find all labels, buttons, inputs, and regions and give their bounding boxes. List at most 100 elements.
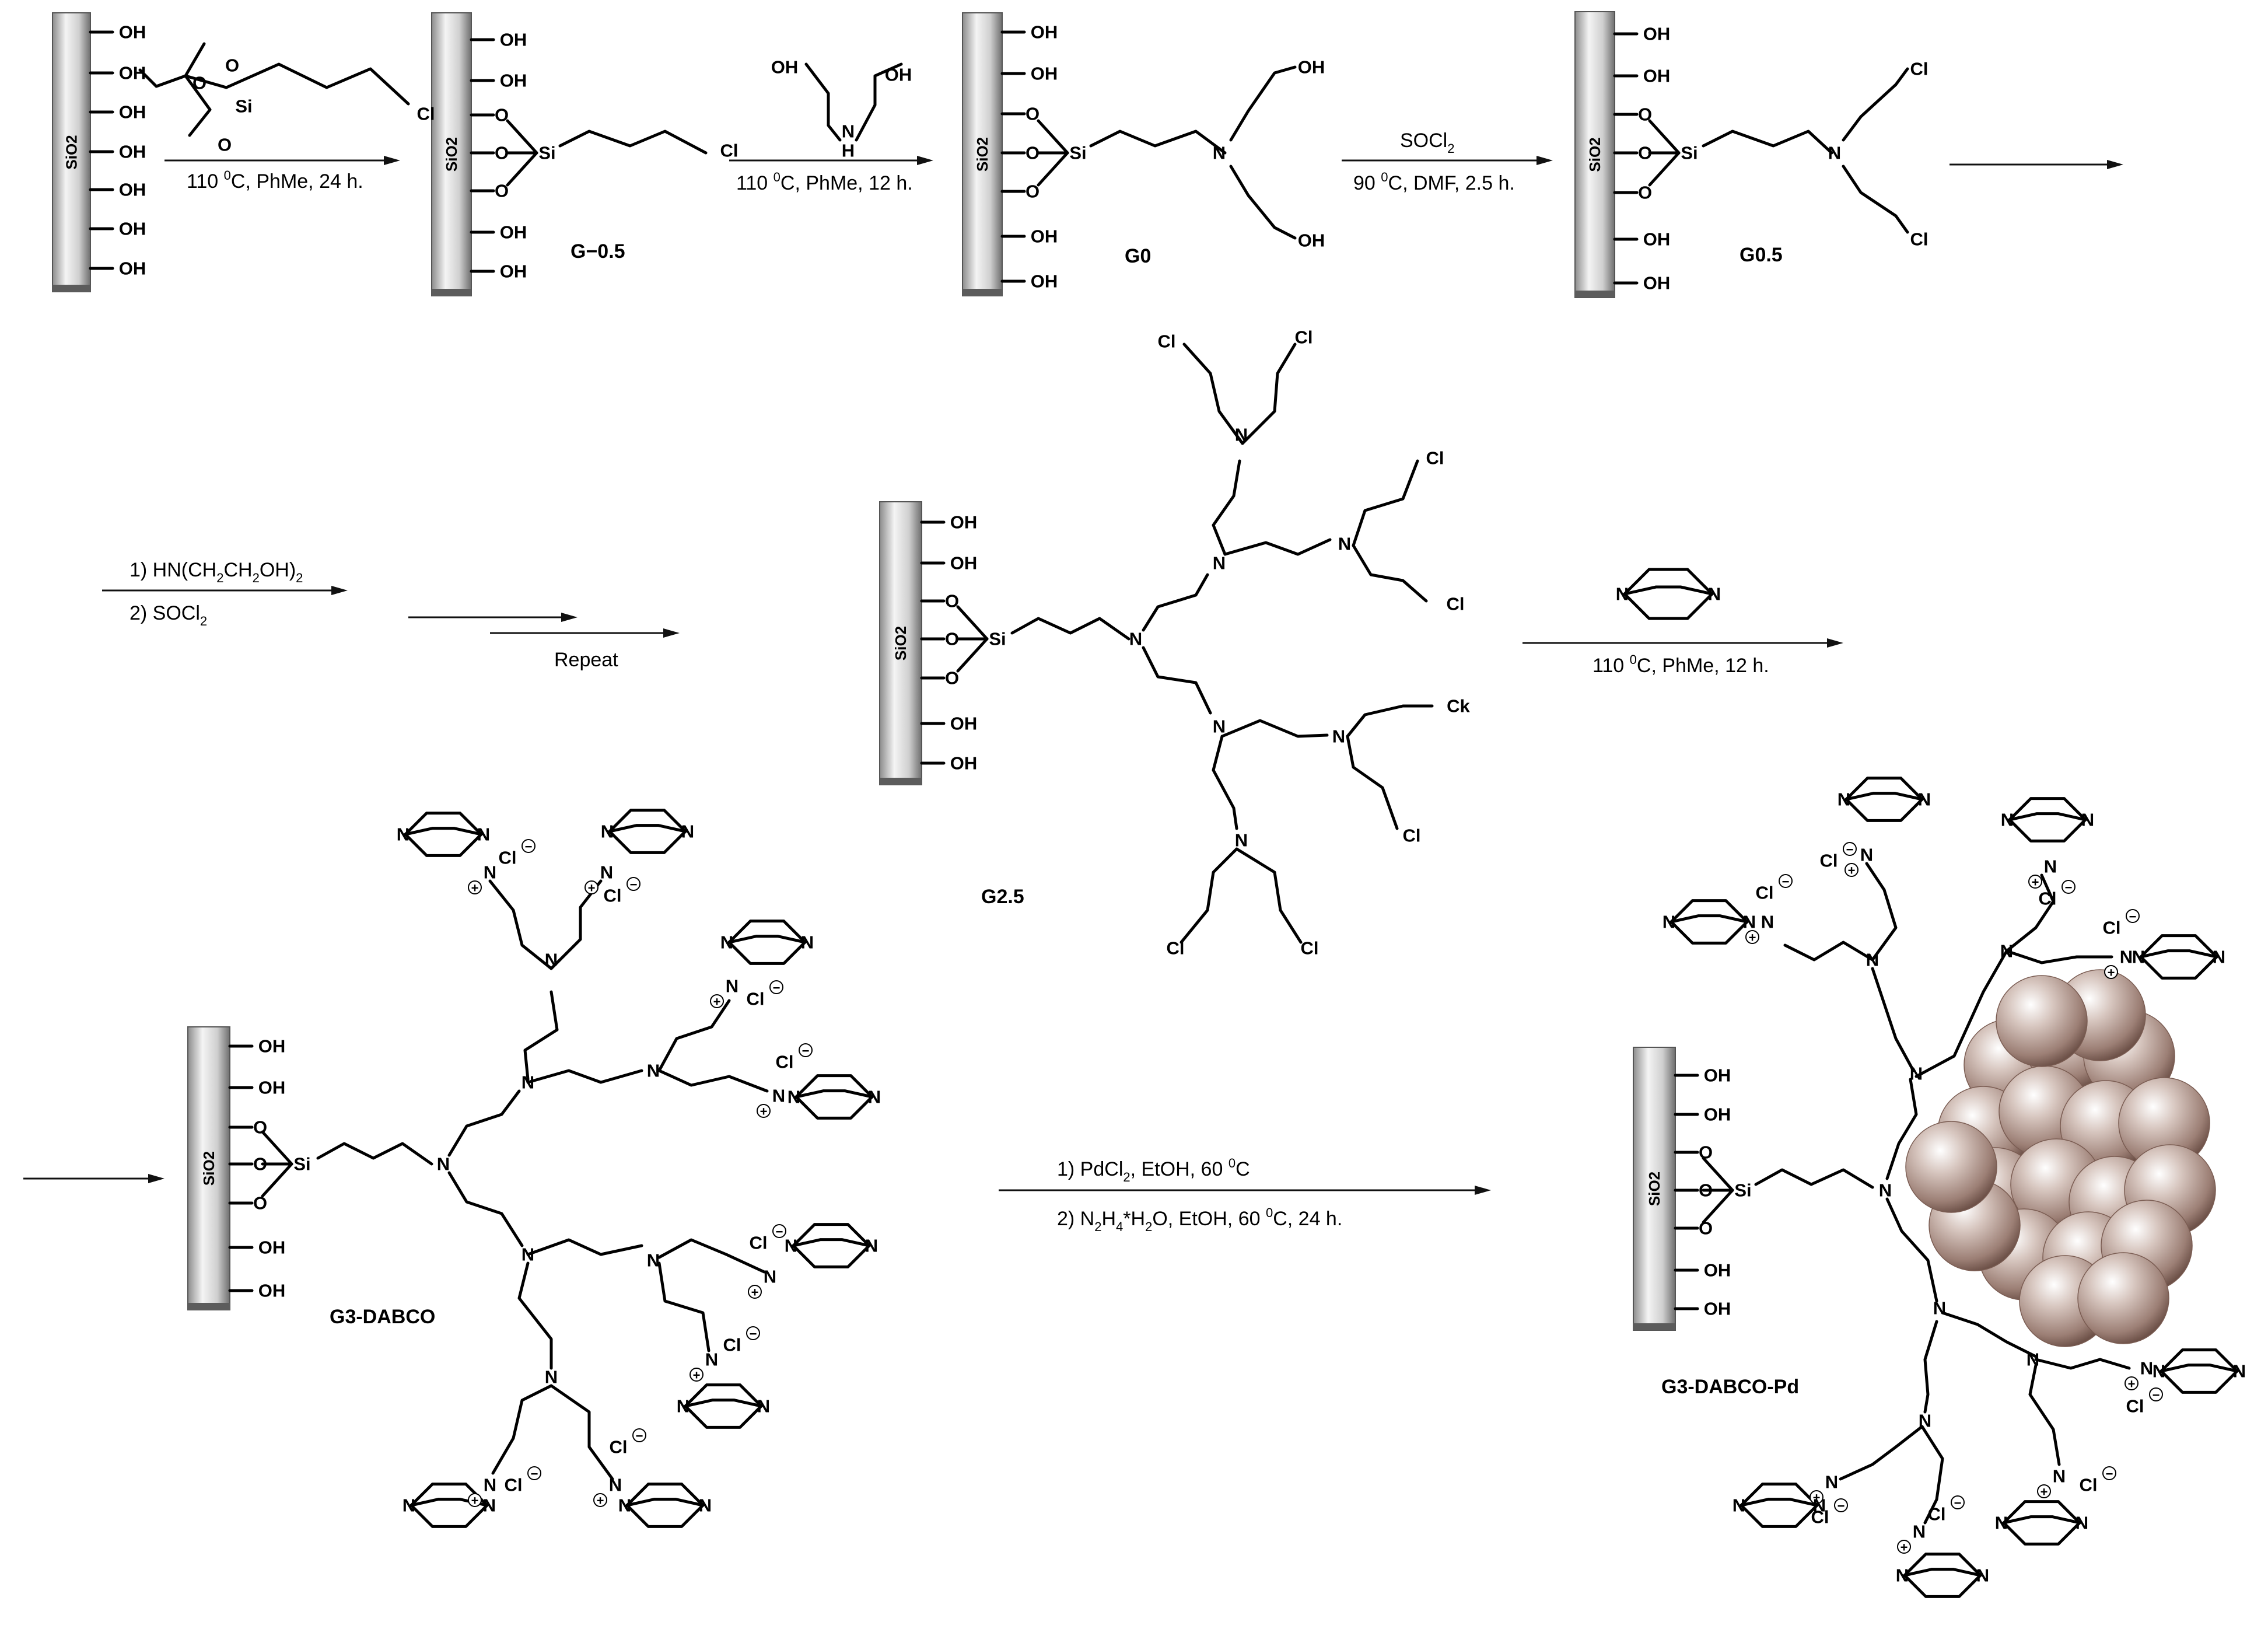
dabco-terminal-6 [684, 1383, 763, 1429]
chloride-counterion: Cl [776, 1052, 794, 1072]
charge-sign: − [630, 878, 638, 892]
siloxane-oxygen-label: O [253, 1117, 267, 1138]
dabco-terminal-3 [727, 920, 807, 965]
repeat-label: Repeat [554, 649, 618, 671]
dabco-bridge [684, 1399, 763, 1408]
arrow-step4 [102, 586, 348, 595]
amine-nitrogen-label: N [1129, 629, 1142, 649]
dendron-branch [526, 1238, 643, 1256]
charge-sign: − [773, 981, 780, 995]
dendron-branch [2034, 1358, 2131, 1370]
dabco-bridge [727, 935, 807, 944]
hydroxyl-label: OH [258, 1281, 286, 1301]
dabco-terminal-pd-3 [2008, 797, 2087, 843]
charge-circle [632, 1428, 646, 1442]
dabco-nitrogen-label: N [865, 1236, 878, 1256]
arrow-step2 [729, 156, 933, 165]
dabco-bridge [1623, 585, 1714, 596]
dabco-bridge [1740, 1498, 1819, 1507]
dabco-bridge [404, 812, 483, 836]
arrow-head [1536, 156, 1553, 165]
dabco-nitrogen-label: N [699, 1495, 712, 1516]
dabco-nitrogen-label: N [1616, 584, 1629, 604]
hydroxyl-label: OH [1704, 1299, 1731, 1319]
methoxy-bond [184, 74, 212, 137]
dendron-branch [1346, 735, 1399, 830]
charge-circle [2126, 909, 2140, 923]
si-c-bond [184, 74, 228, 89]
positive-charge: + [593, 1493, 607, 1508]
methoxy-bond [138, 68, 187, 88]
charge-circle [584, 880, 598, 894]
amine-nitrogen-label: N [522, 1072, 534, 1093]
dendron-branch [1182, 342, 1244, 445]
negative-charge: − [769, 980, 783, 995]
silica-slab [52, 12, 91, 292]
charge-circle [593, 1493, 607, 1507]
chlorine-label: Cl [1426, 448, 1444, 469]
amine-nitrogen-label: N [1213, 553, 1226, 574]
hydroxyl-label: OH [258, 1036, 286, 1057]
chlorine-label: Cl [720, 141, 738, 161]
dabco-bridge [684, 1383, 763, 1408]
chloride-counterion: Cl [723, 1335, 741, 1355]
step5-conditions-text: 110 0C, PhMe, 12 h. [1592, 652, 1769, 677]
arrow-repeat-1 [408, 613, 578, 622]
dendron-branch [1235, 847, 1303, 944]
amine-nitrogen-label: N [1866, 950, 1879, 970]
hydroxyl-label: OH [1643, 66, 1671, 86]
siloxane-oxygen-label: O [253, 1154, 267, 1174]
methoxy-oxygen-label: O [192, 73, 206, 93]
charge-sign: − [750, 1327, 757, 1341]
charge-sign: + [2041, 1485, 2048, 1499]
amine-nitrogen-label: N [2027, 1350, 2039, 1370]
charge-sign: − [2129, 910, 2137, 924]
hydroxyl-label: OH [119, 219, 146, 239]
dendron-branch [2005, 949, 2113, 964]
arrow-head [1475, 1186, 1491, 1195]
dendron-branch [526, 1069, 643, 1084]
dabco-bridge [2160, 1369, 2239, 1394]
hydroxyl-label: OH [771, 57, 799, 78]
dabco-nitrogen-label: N [601, 822, 614, 842]
support-g3-dabco: SiO2 [187, 1026, 254, 1310]
amine-nitrogen-label: N [1919, 1411, 1931, 1431]
quaternary-nitrogen: N [1913, 1522, 1926, 1542]
arrow-step-continue [1950, 160, 2123, 169]
hydroxyl-label: OH [119, 142, 146, 162]
negative-charge: − [1951, 1495, 1965, 1511]
hydroxyl-label: OH [1643, 273, 1671, 293]
arrow-step3 [1342, 156, 1553, 165]
dendron-branch [1180, 847, 1238, 944]
sio2-label: SiO2 [1586, 137, 1604, 172]
dendron-branch [1352, 459, 1419, 547]
siloxane-bond [506, 151, 538, 187]
dabco-bridge [404, 827, 483, 836]
silicon-label: Si [1734, 1180, 1751, 1201]
hydroxyl-label: OH [119, 22, 146, 43]
dendron-branch [488, 879, 553, 970]
arrow-head [663, 628, 680, 638]
step1-conditions: 110 0C, PhMe, 24 h. [187, 168, 363, 193]
silica-slab [879, 501, 922, 785]
silicon-label: Si [1069, 143, 1086, 163]
charge-circle [1779, 874, 1793, 888]
dendron-branch [657, 1261, 710, 1352]
dendron-branch [1142, 646, 1212, 715]
charge-sign: − [1846, 843, 1854, 857]
charge-sign: + [2128, 1377, 2136, 1392]
dabco-bridge [2002, 1500, 2081, 1525]
dabco-bridge [792, 1223, 871, 1247]
amine-nitrogen-label: N [842, 121, 855, 142]
charge-sign: + [1749, 931, 1756, 945]
dendron-branch [1920, 1425, 1944, 1525]
charge-circle [1810, 1490, 1824, 1504]
siloxane-oxygen-label: O [1026, 143, 1040, 163]
chloride-counterion: Cl [499, 848, 517, 868]
dabco-nitrogen-label: N [2132, 947, 2145, 967]
amine-nitrogen-label: N [647, 1061, 660, 1081]
dabco-bridge [608, 830, 687, 854]
positive-charge: + [2037, 1484, 2051, 1499]
dabco-nitrogen-label: N [2076, 1513, 2088, 1533]
